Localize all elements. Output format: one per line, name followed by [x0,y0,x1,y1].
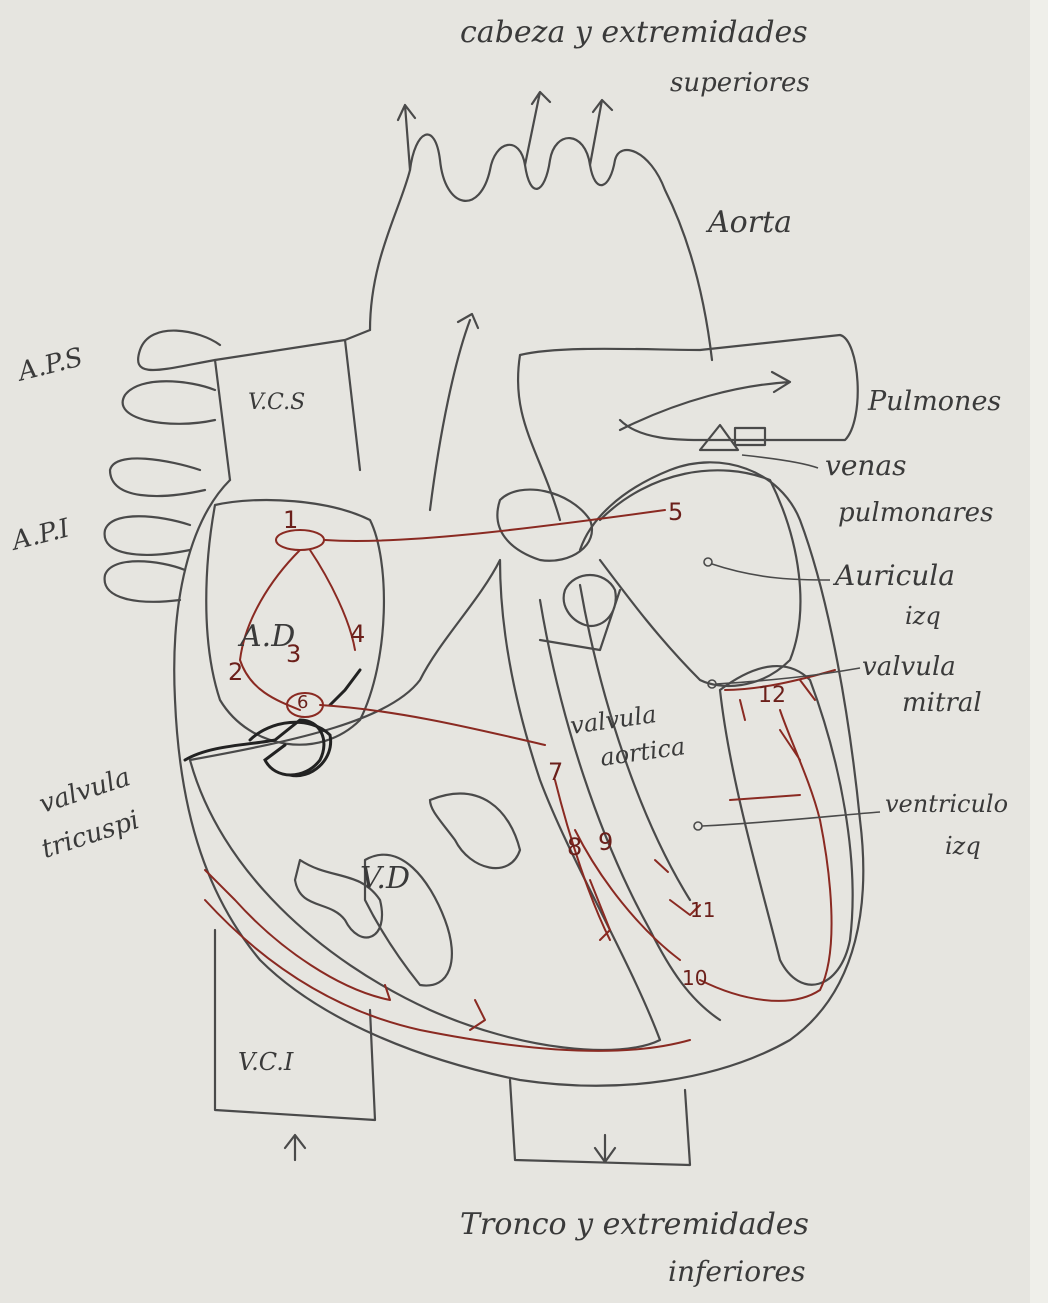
top-label-line2: superiores [670,70,810,96]
conduction-number-3: 3 [286,642,301,666]
auricula-label-line1: Auricula [835,562,955,590]
auricula-label-line2: izq [905,604,941,628]
vd-label: V.D [360,864,410,894]
bottom-label-line1: Tronco y extremidades [460,1210,809,1240]
conduction-number-2: 2 [228,660,243,684]
conduction-number-5: 5 [668,500,683,524]
bottom-label-line2: inferiores [668,1258,805,1286]
conduction-number-1: 1 [283,508,298,532]
pulmones-label: Pulmones [868,388,1001,415]
ventriculo-label-line2: izq [945,834,981,858]
conduction-number-8: 8 [567,835,582,859]
conduction-number-7: 7 [548,760,563,784]
conduction-number-11: 11 [690,900,715,920]
venas-label-line2: pulmonares [838,500,993,526]
vcs-label: V.C.S [248,392,305,414]
aorta-label: Aorta [708,208,792,238]
paper-edge [1030,0,1048,1303]
conduction-number-4: 4 [350,622,365,646]
ventriculo-label-line1: ventriculo [885,792,1008,816]
conduction-number-12: 12 [758,685,786,707]
mitral-label-line2: mitral [902,690,982,716]
mitral-label-line1: valvula [862,654,956,680]
conduction-number-6: 6 [297,694,308,712]
vci-label: V.C.I [238,1050,293,1074]
conduction-number-10: 10 [682,968,707,988]
top-label-line1: cabeza y extremidades [460,18,808,48]
conduction-number-9: 9 [598,830,613,854]
venas-label-line1: venas [825,452,906,480]
